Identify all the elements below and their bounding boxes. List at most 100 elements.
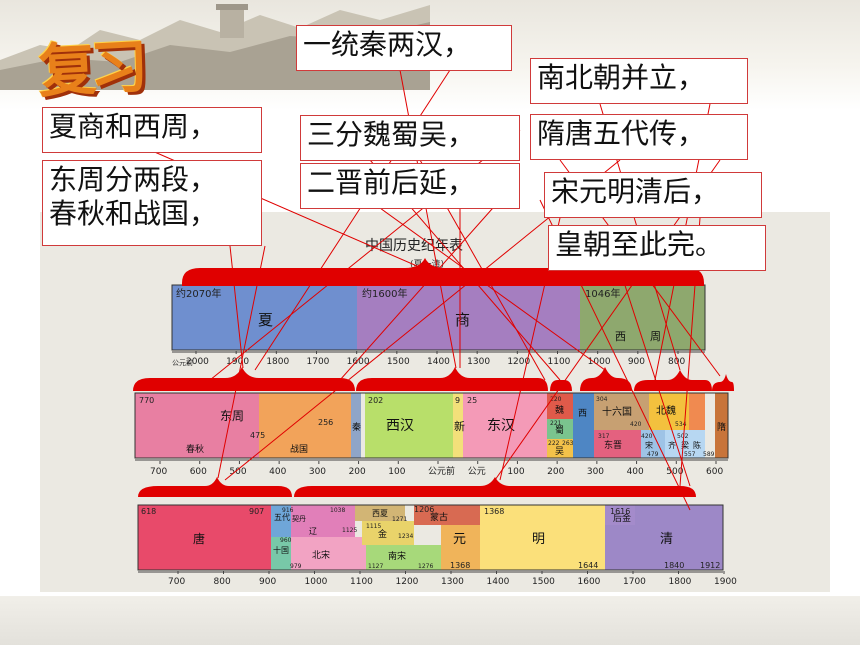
svg-text:25: 25: [467, 396, 477, 405]
svg-text:东汉: 东汉: [487, 418, 515, 434]
svg-text:221: 221: [550, 420, 562, 427]
svg-text:元: 元: [453, 532, 466, 547]
svg-text:263: 263: [562, 440, 574, 447]
row1-ticks-label: 1100: [548, 357, 571, 367]
segment-chunqiu: [135, 393, 259, 458]
svg-text:420: 420: [630, 421, 642, 428]
segment-menggu: [414, 505, 480, 525]
svg-text:五代: 五代: [274, 512, 290, 522]
svg-text:新: 新: [454, 419, 465, 433]
segment-dongjin: [594, 430, 641, 458]
segment-beisong: [291, 537, 366, 570]
row2-ticks-label: 700: [150, 467, 167, 477]
segment-nansong: [366, 545, 441, 570]
segment-wei: [547, 393, 573, 419]
row2-ticks-label: 400: [627, 467, 644, 477]
svg-text:1644: 1644: [578, 561, 598, 570]
row1-ticks-label: 1700: [307, 357, 330, 367]
svg-text:契丹: 契丹: [292, 514, 306, 523]
segment-xihan: [365, 393, 453, 458]
row1-ticks-label: 900: [628, 357, 645, 367]
svg-text:十六国: 十六国: [602, 405, 632, 418]
row2-ticks-label: 公元: [468, 466, 486, 477]
svg-text:隋: 隋: [717, 421, 726, 433]
svg-text:9: 9: [455, 396, 460, 405]
segment-sui: [715, 393, 728, 458]
row3-ticks-label: 1900: [714, 577, 737, 587]
svg-text:220: 220: [550, 396, 562, 403]
svg-text:战国: 战国: [290, 444, 308, 455]
segment-qin: [351, 393, 361, 458]
row1-ticks-label: 1300: [467, 357, 490, 367]
segment-xijin: [573, 393, 594, 458]
row2-ticks-label: 500: [229, 467, 246, 477]
svg-text:907: 907: [249, 507, 264, 516]
svg-text:1206: 1206: [414, 505, 434, 514]
svg-text:960: 960: [280, 537, 292, 544]
svg-text:西: 西: [578, 408, 587, 419]
row2-ticks-label: 600: [706, 467, 723, 477]
row1-ticks-label: 1600: [347, 357, 370, 367]
svg-text:1038: 1038: [330, 507, 345, 514]
svg-text:1616: 1616: [610, 507, 630, 516]
svg-text:魏: 魏: [555, 404, 564, 416]
row3-ticks-label: 900: [259, 577, 276, 587]
svg-text:1234: 1234: [398, 533, 413, 540]
svg-text:明: 明: [532, 532, 545, 547]
svg-text:蒙古: 蒙古: [430, 511, 448, 523]
svg-text:557: 557: [684, 451, 696, 458]
segment-shiliuguo: [594, 393, 649, 430]
segment-liao: [291, 505, 355, 537]
svg-text:清: 清: [660, 532, 673, 547]
svg-text:陈: 陈: [693, 440, 701, 450]
row2-ticks-label: 公元前: [428, 465, 455, 477]
svg-text:南宋: 南宋: [388, 550, 406, 562]
svg-text:1271: 1271: [392, 516, 407, 523]
svg-text:589: 589: [703, 451, 715, 458]
svg-text:317: 317: [598, 433, 610, 440]
svg-text:618: 618: [141, 507, 156, 516]
svg-text:420: 420: [641, 433, 653, 440]
svg-text:春秋: 春秋: [186, 443, 204, 455]
svg-text:东周: 东周: [220, 409, 244, 423]
svg-text:979: 979: [290, 563, 302, 570]
svg-text:唐: 唐: [193, 531, 205, 546]
segment-shang: [357, 285, 580, 350]
svg-text:1840: 1840: [664, 561, 684, 570]
svg-text:西汉: 西汉: [386, 418, 414, 434]
segment-jin: [362, 521, 414, 545]
svg-text:916: 916: [282, 507, 294, 514]
row2-ticks-label: 100: [507, 467, 524, 477]
row2-ticks-label: 400: [269, 467, 286, 477]
row1-ticks-label: 800: [668, 357, 685, 367]
row3-ticks-label: 700: [168, 577, 185, 587]
svg-text:秦: 秦: [352, 421, 361, 433]
segment-qi-liang: [665, 430, 705, 458]
segment-houjin: [605, 505, 635, 525]
svg-text:1125: 1125: [342, 527, 357, 534]
segment-shu: [547, 419, 573, 439]
rhyme-box-6: 南北朝并立，: [530, 58, 748, 104]
svg-text:202: 202: [368, 396, 383, 405]
svg-text:304: 304: [596, 396, 608, 403]
svg-text:534: 534: [675, 421, 687, 428]
floor-background: [0, 596, 860, 645]
segment-zhanguo: [259, 393, 351, 458]
segment-dongwei: [689, 393, 705, 430]
row2-ticks-label: 300: [309, 467, 326, 477]
segment-yuan: [441, 525, 480, 570]
row1-ticks-label: 1500: [387, 357, 410, 367]
segment-ming: [480, 505, 605, 570]
row3-ticks-label: 1700: [623, 577, 646, 587]
segment-xixia: [355, 505, 405, 521]
row1-ticks-label: 1900: [226, 357, 249, 367]
row3-ticks-label: 1300: [441, 577, 464, 587]
label-xia: 夏: [258, 311, 293, 329]
row3-ticks-label: 1500: [532, 577, 555, 587]
svg-text:梁: 梁: [681, 441, 689, 450]
label-shang-start: 约1600年: [362, 287, 407, 300]
row1-bars: [171, 284, 706, 351]
row3-ticks-label: 1100: [350, 577, 373, 587]
svg-text:东晋: 东晋: [604, 439, 622, 451]
